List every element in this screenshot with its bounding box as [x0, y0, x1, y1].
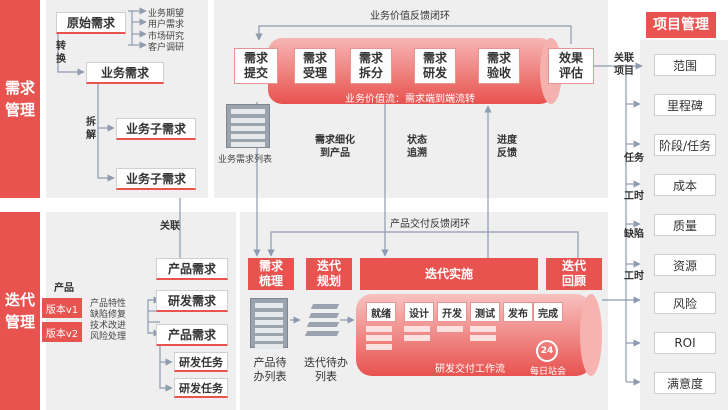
task-row: [366, 326, 392, 332]
raw-demand-box: 原始需求: [56, 12, 126, 34]
raw-demand-label: 原始需求: [66, 16, 115, 30]
demand-management-band: 需求 管理: [0, 0, 40, 198]
rd-task-box-2: 研发任务: [174, 378, 228, 398]
daily-standup-icon: 24: [536, 340, 558, 362]
rd-task-box-1: 研发任务: [174, 352, 228, 372]
source-market-research: 市场研究: [148, 32, 185, 42]
source-customer-survey: 客户调研: [148, 43, 185, 53]
tag-task: 任务: [624, 153, 644, 164]
project-item-scope: 范围: [654, 54, 716, 76]
business-sub-demand-box-2: 业务子需求: [116, 168, 196, 190]
business-demand-label: 业务需求: [100, 66, 149, 80]
work-step-done: 完成: [533, 302, 563, 322]
convert-label: 转 换: [56, 41, 66, 65]
daily-standup-number: 24: [540, 346, 554, 356]
step-accept: 需求 受理: [294, 48, 336, 84]
work-step-design: 设计: [404, 302, 434, 322]
project-item-risk: 风险: [654, 292, 716, 314]
task-row: [366, 344, 392, 350]
product-backlog-label: 产品待 办列表: [253, 356, 287, 383]
business-sub-demand-box-1: 业务子需求: [116, 118, 196, 140]
refine-label: 需求细化 到产品: [315, 135, 355, 159]
iteration-management-band: 迭代 管理: [0, 212, 40, 410]
step-develop: 需求 研发: [414, 48, 456, 84]
version-v2: 版本v2: [42, 322, 82, 342]
project-item-satisfaction: 满意度: [654, 372, 716, 394]
value-loop-title: 业务价值反馈闭环: [370, 11, 450, 22]
link-label: 关联: [160, 221, 180, 232]
step-verify: 需求 验收: [478, 48, 520, 84]
note-bug-fix: 缺陷修复: [90, 310, 127, 320]
task-row: [437, 326, 463, 332]
link-project-label: 关联 项目: [614, 53, 634, 77]
tag-defect: 缺陷: [624, 229, 644, 240]
work-step-ready: 就绪: [366, 302, 396, 322]
source-business-expectation: 业务期望: [148, 9, 185, 19]
note-product-feature: 产品特性: [90, 299, 127, 309]
step-split: 需求 拆分: [350, 48, 392, 84]
rd-demand-label: 研发需求: [167, 294, 216, 308]
work-step-develop: 开发: [437, 302, 467, 322]
project-item-cost: 成本: [654, 174, 716, 196]
groom-demand-box: 需求 梳理: [248, 258, 294, 290]
product-backlog-icon: [250, 298, 288, 349]
progress-label: 进度 反馈: [497, 135, 517, 159]
business-sub-demand-label: 业务子需求: [125, 172, 186, 186]
project-item-roi: ROI: [654, 332, 716, 354]
iteration-review-box: 迭代 回顾: [546, 258, 602, 290]
workflow-pipe-end: [580, 294, 602, 376]
split-label: 拆 解: [86, 117, 96, 141]
iteration-backlog-label: 迭代待办 列表: [304, 356, 348, 383]
business-demand-box: 业务需求: [86, 62, 164, 84]
source-user-needs: 用户需求: [148, 20, 185, 30]
business-sub-demand-label: 业务子需求: [125, 122, 186, 136]
status-label: 状态 追溯: [407, 135, 427, 159]
project-item-stage-task: 阶段/任务: [654, 134, 716, 156]
iteration-management-label: 迭代 管理: [4, 291, 35, 331]
workflow-caption: 研发交付工作流: [435, 364, 505, 375]
tag-workhours-2: 工时: [624, 271, 644, 282]
project-management-title: 项目管理: [646, 12, 716, 38]
task-row: [404, 335, 430, 341]
iteration-plan-box: 迭代 规划: [306, 258, 352, 290]
step-evaluate: 效果 评估: [548, 48, 594, 84]
daily-standup-label: 每日站会: [529, 367, 566, 377]
iteration-impl-box: 迭代实施: [360, 258, 538, 290]
rd-task-label: 研发任务: [179, 355, 223, 369]
demand-management-label: 需求 管理: [4, 79, 35, 119]
product-demand-box-1: 产品需求: [156, 258, 228, 280]
rd-demand-box: 研发需求: [156, 290, 228, 312]
tag-workhours-1: 工时: [624, 191, 644, 202]
rd-task-label: 研发任务: [179, 381, 223, 395]
work-step-release: 发布: [503, 302, 533, 322]
product-demand-box-2: 产品需求: [156, 324, 228, 346]
version-v1: 版本v1: [42, 298, 82, 318]
task-row: [470, 326, 496, 332]
product-demand-label: 产品需求: [167, 262, 216, 276]
task-row: [470, 335, 496, 341]
work-step-test: 测试: [470, 302, 500, 322]
business-list-label: 业务需求列表: [218, 155, 273, 165]
product-demand-label: 产品需求: [167, 328, 216, 342]
note-tech-improve: 技术改进: [90, 321, 127, 331]
project-item-milestone: 里程碑: [654, 94, 716, 116]
project-item-resource: 资源: [654, 254, 716, 276]
business-list-icon: [226, 104, 270, 148]
step-submit: 需求 提交: [234, 48, 278, 84]
note-risk-handling: 风险处理: [90, 332, 127, 342]
value-flow-caption: 业务价值流：需求端到端流转: [345, 94, 475, 105]
task-row: [404, 326, 430, 332]
task-row: [366, 335, 392, 341]
product-loop-title: 产品交付反馈闭环: [390, 219, 470, 230]
product-label: 产品: [54, 283, 74, 294]
iteration-backlog-icon: [304, 304, 340, 344]
project-item-quality: 质量: [654, 214, 716, 236]
